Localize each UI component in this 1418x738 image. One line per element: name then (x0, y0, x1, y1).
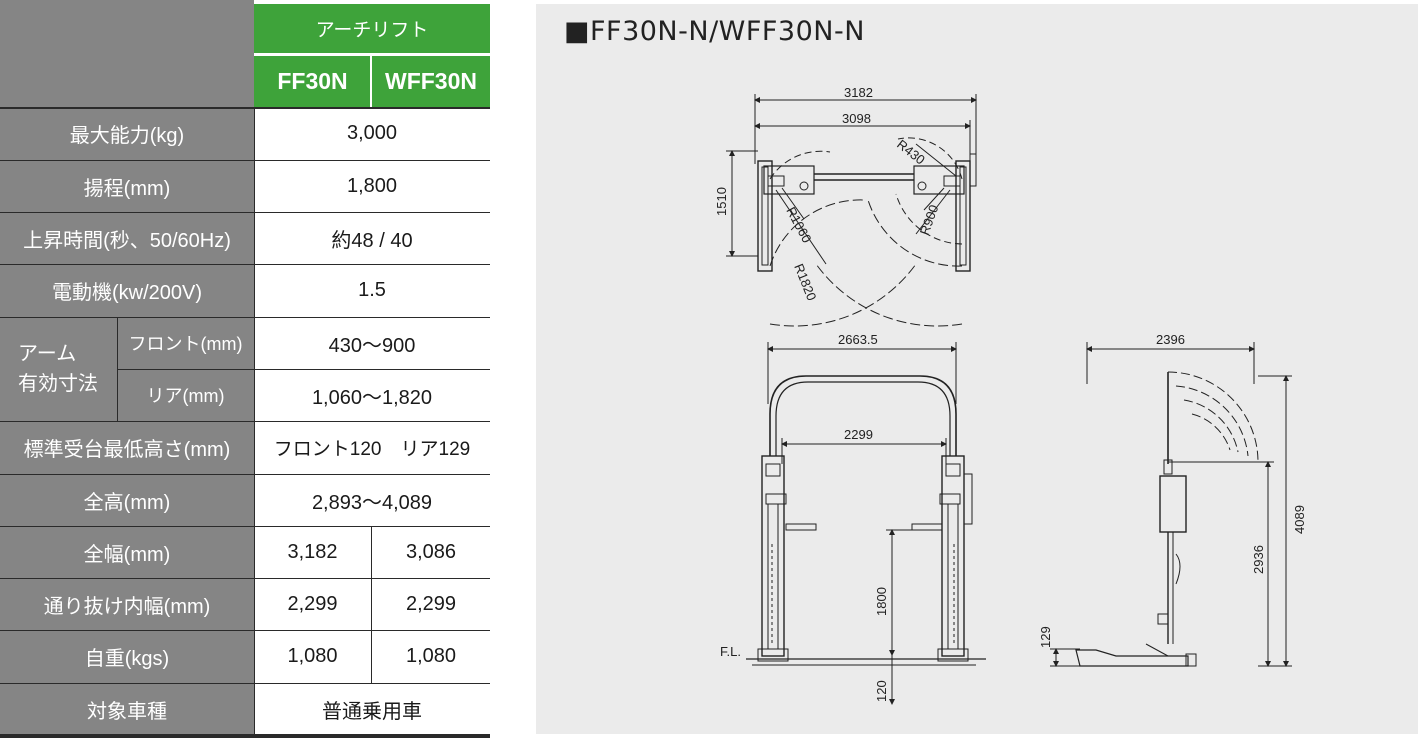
value-total-height: 2,893～4,089 (254, 474, 490, 526)
value-arm-rear: 1,060～1,820 (254, 369, 490, 421)
value-clear-width-ff30n: 2,299 (254, 578, 371, 630)
top-view (726, 94, 977, 327)
label-pad-height: 標準受台最低高さ(mm) (0, 421, 254, 474)
header-arch-lift: アーチリフト (254, 4, 490, 53)
rule (0, 683, 490, 684)
value-total-width-wff30n: 3,086 (372, 526, 490, 578)
dim-top-r-rear-min: R1060 (783, 204, 814, 245)
table-corner (0, 0, 254, 107)
dim-side-max-height: 4089 (1292, 505, 1307, 534)
value-arm-front: 430～900 (254, 317, 490, 369)
value-pad-height: フロント120 リア129 (254, 421, 490, 474)
dim-top-depth: 1510 (714, 187, 729, 216)
diagram-title: ■FF30N-N/WFF30N-N (564, 16, 865, 47)
dim-top-r-rear-max: R1820 (791, 262, 819, 303)
rule (0, 630, 490, 631)
label-arm-front: フロント(mm) (117, 317, 254, 369)
label-lift-time: 上昇時間(秒、50/60Hz) (0, 212, 254, 264)
label-capacity: 最大能力(kg) (0, 107, 254, 160)
dim-front-pad-height: 120 (874, 680, 889, 702)
rule (0, 526, 490, 527)
value-vehicle: 普通乗用車 (254, 683, 490, 735)
value-lift-time: 約48 / 40 (254, 212, 490, 264)
rule (0, 264, 490, 265)
rule (254, 54, 490, 56)
label-vehicle: 対象車種 (0, 683, 254, 735)
rule (117, 369, 490, 370)
rule (0, 578, 490, 579)
dim-side-pad-height: 129 (1038, 626, 1053, 648)
dim-front-overall-width: 2663.5 (838, 332, 878, 347)
value-capacity: 3,000 (254, 107, 490, 160)
label-clear-width: 通り抜け内幅(mm) (0, 578, 254, 630)
rule (0, 734, 490, 738)
value-weight-wff30n: 1,080 (372, 630, 490, 683)
value-motor: 1.5 (254, 264, 490, 317)
label-total-height: 全高(mm) (0, 474, 254, 526)
rule (0, 421, 490, 422)
rule (0, 474, 490, 475)
dim-front-lift-height: 1800 (874, 587, 889, 616)
diagram-panel: 3182 3098 1510 R430 R900 R1060 R1820 266… (536, 4, 1418, 734)
dim-front-clear-width: 2299 (844, 427, 873, 442)
rule (371, 526, 372, 683)
label-arm-group: アーム 有効寸法 (0, 317, 117, 421)
rule (0, 317, 490, 318)
value-total-width-ff30n: 3,182 (254, 526, 371, 578)
front-view (746, 342, 986, 705)
label-total-width: 全幅(mm) (0, 526, 254, 578)
value-weight-ff30n: 1,080 (254, 630, 371, 683)
rule (370, 56, 372, 107)
rule (117, 317, 118, 421)
value-lift-height: 1,800 (254, 160, 490, 212)
dim-top-overall-width: 3182 (844, 85, 873, 100)
rule (0, 212, 490, 213)
dim-top-inner-width: 3098 (842, 111, 871, 126)
rule (0, 107, 490, 109)
dim-side-width: 2396 (1156, 332, 1185, 347)
label-effective-dim: 有効寸法 (18, 373, 98, 395)
floor-label: F.L. (720, 644, 741, 659)
rule (0, 160, 490, 161)
header-model-wff30n: WFF30N (372, 56, 490, 107)
label-weight: 自重(kgs) (0, 630, 254, 683)
dim-top-r-front-min: R430 (894, 137, 928, 168)
label-motor: 電動機(kw/200V) (0, 264, 254, 317)
rule (254, 107, 255, 735)
header-model-ff30n: FF30N (254, 56, 371, 107)
label-arm: アーム (18, 343, 77, 365)
spec-table: アーチリフト FF30N WFF30N 最大能力(kg) 揚程(mm) 上昇時間… (0, 0, 490, 738)
value-clear-width-wff30n: 2,299 (372, 578, 490, 630)
label-lift-height: 揚程(mm) (0, 160, 254, 212)
dimension-drawings: 3182 3098 1510 R430 R900 R1060 R1820 266… (714, 85, 1307, 705)
label-arm-rear: リア(mm) (117, 369, 254, 421)
side-view (1050, 342, 1292, 667)
dim-top-r-front-max: R900 (917, 203, 942, 237)
dim-side-min-height: 2936 (1251, 545, 1266, 574)
